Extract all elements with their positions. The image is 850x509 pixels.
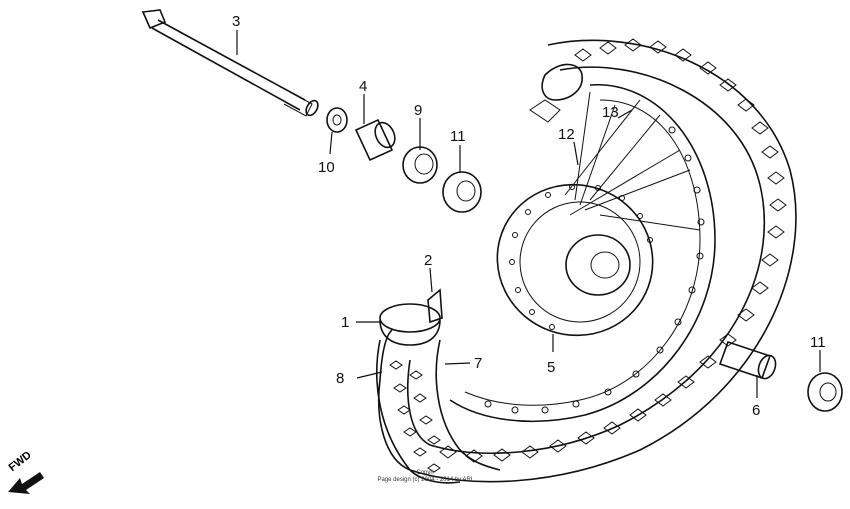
callout-13: 13	[602, 104, 619, 121]
tube	[379, 63, 583, 346]
fwd-arrow-icon	[8, 472, 44, 494]
tire	[377, 38, 797, 483]
callout-11-left: 11	[450, 128, 466, 145]
callout-12: 12	[558, 126, 575, 143]
washer	[326, 107, 348, 133]
rim	[449, 84, 716, 423]
callout-6: 6	[752, 402, 760, 419]
distance-collar	[718, 340, 777, 380]
axle	[141, 9, 319, 117]
dust-seal	[402, 146, 438, 184]
callout-8: 8	[336, 370, 344, 387]
callout-5: 5	[547, 359, 555, 376]
bearing-left	[442, 171, 482, 213]
collar	[354, 118, 396, 162]
callout-2: 2	[424, 252, 432, 269]
callout-9: 9	[414, 102, 422, 119]
copyright-line-1: Copyri	[416, 470, 434, 476]
callout-10: 10	[318, 159, 335, 176]
spokes	[564, 91, 701, 231]
copyright-note: Copyri Page design (c) 2004 - 2014 by AR…	[0, 470, 850, 484]
bearing-right	[807, 372, 843, 412]
callout-7: 7	[474, 355, 482, 372]
callout-3: 3	[232, 13, 240, 30]
callout-4: 4	[359, 78, 367, 95]
tire-section	[376, 339, 501, 484]
copyright-line-2: Page design (c) 2004 - 2014 by ARI	[377, 477, 473, 483]
callout-1: 1	[341, 314, 349, 331]
callout-11-right: 11	[810, 334, 826, 351]
hub-disc	[496, 183, 654, 337]
